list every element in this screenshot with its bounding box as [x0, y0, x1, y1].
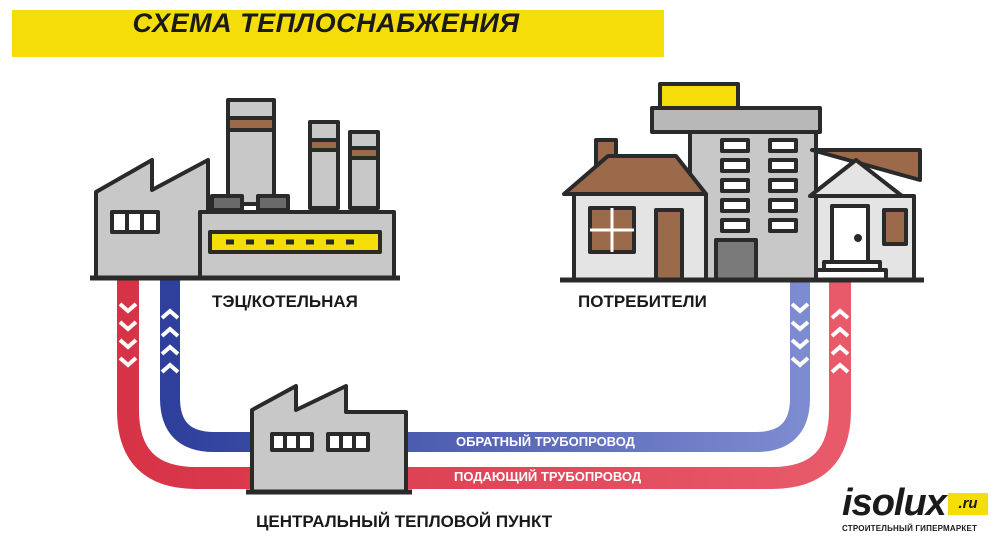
supply-flow-arrows — [118, 302, 850, 374]
supply-pipe — [117, 278, 851, 489]
consumers-icon — [560, 82, 924, 283]
plant-label: ТЭЦ/КОТЕЛЬНАЯ — [212, 292, 358, 311]
logo-name: isolux — [842, 482, 947, 524]
return-pipe-label: ОБРАТНЫЙ ТРУБОПРОВОД — [456, 434, 635, 449]
return-pipe — [160, 278, 810, 452]
plant-icon — [90, 98, 400, 281]
supply-pipe-label: ПОДАЮЩИЙ ТРУБОПРОВОД — [454, 469, 642, 484]
central-point-icon — [246, 384, 412, 495]
page-title: СХЕМА ТЕПЛОСНАБЖЕНИЯ — [132, 8, 520, 38]
logo-domain: .ru — [948, 493, 988, 515]
central-point-label: ЦЕНТРАЛЬНЫЙ ТЕПЛОВОЙ ПУНКТ — [256, 512, 553, 531]
return-flow-arrows — [160, 302, 810, 374]
title-banner — [12, 10, 664, 57]
logo-tagline: СТРОИТЕЛЬНЫЙ ГИПЕРМАРКЕТ — [842, 524, 978, 533]
consumers-label: ПОТРЕБИТЕЛИ — [578, 292, 707, 311]
